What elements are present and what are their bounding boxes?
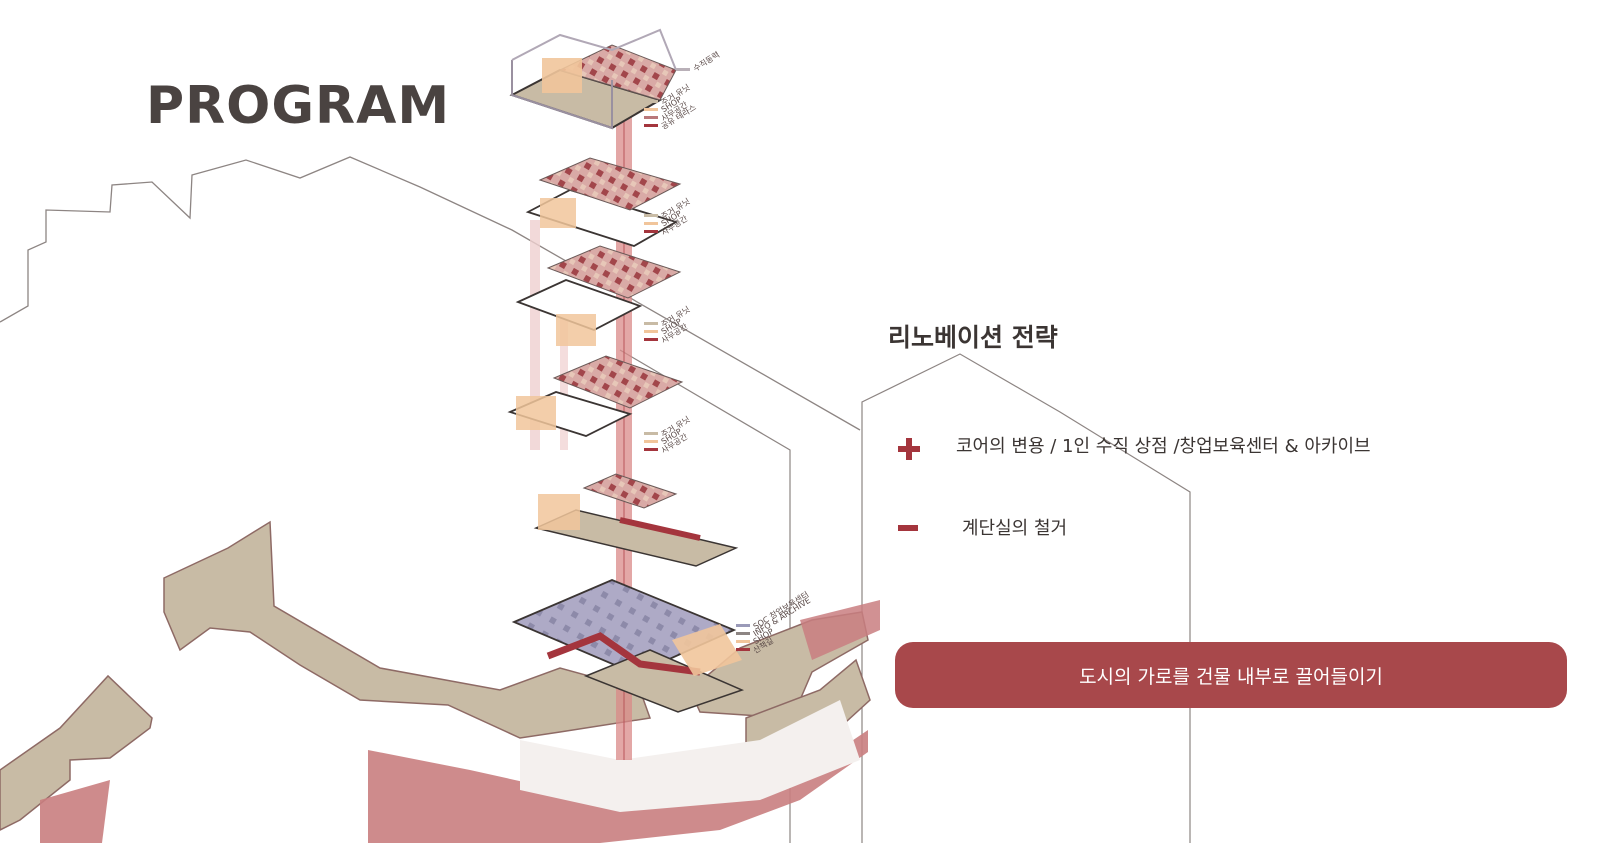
strategy-plus-text: 코어의 변용 / 1인 수직 상점 /창업보육센터 & 아카이브 — [956, 436, 1371, 457]
floor-2 — [525, 157, 682, 247]
floor-4 — [507, 355, 684, 437]
floor-legend-swatches — [644, 68, 750, 651]
strategy-banner: 도시의 가로를 건물 내부로 끌어들이기 — [895, 642, 1567, 708]
floor-5 — [533, 473, 739, 567]
strategy-heading: 리노베이션 전략 — [888, 323, 1058, 352]
frame-outline-right — [861, 353, 1191, 843]
road-band-right — [800, 600, 880, 660]
floor-6 — [511, 579, 745, 713]
page-title: PROGRAM — [146, 76, 451, 136]
strategy-banner-text: 도시의 가로를 건물 내부로 끌어들이기 — [1079, 665, 1383, 688]
ground-block-main — [163, 520, 652, 739]
road-band-left — [40, 780, 110, 843]
plaza-light — [520, 700, 860, 812]
floor-3 — [515, 245, 682, 346]
minus-icon — [898, 525, 918, 531]
plus-icon — [898, 438, 920, 460]
strategy-minus-text: 계단실의 철거 — [962, 518, 1068, 539]
context-outline — [0, 156, 861, 431]
floor-1 — [509, 28, 677, 130]
road-band-lower — [368, 730, 868, 843]
ground-block-left — [0, 674, 153, 831]
